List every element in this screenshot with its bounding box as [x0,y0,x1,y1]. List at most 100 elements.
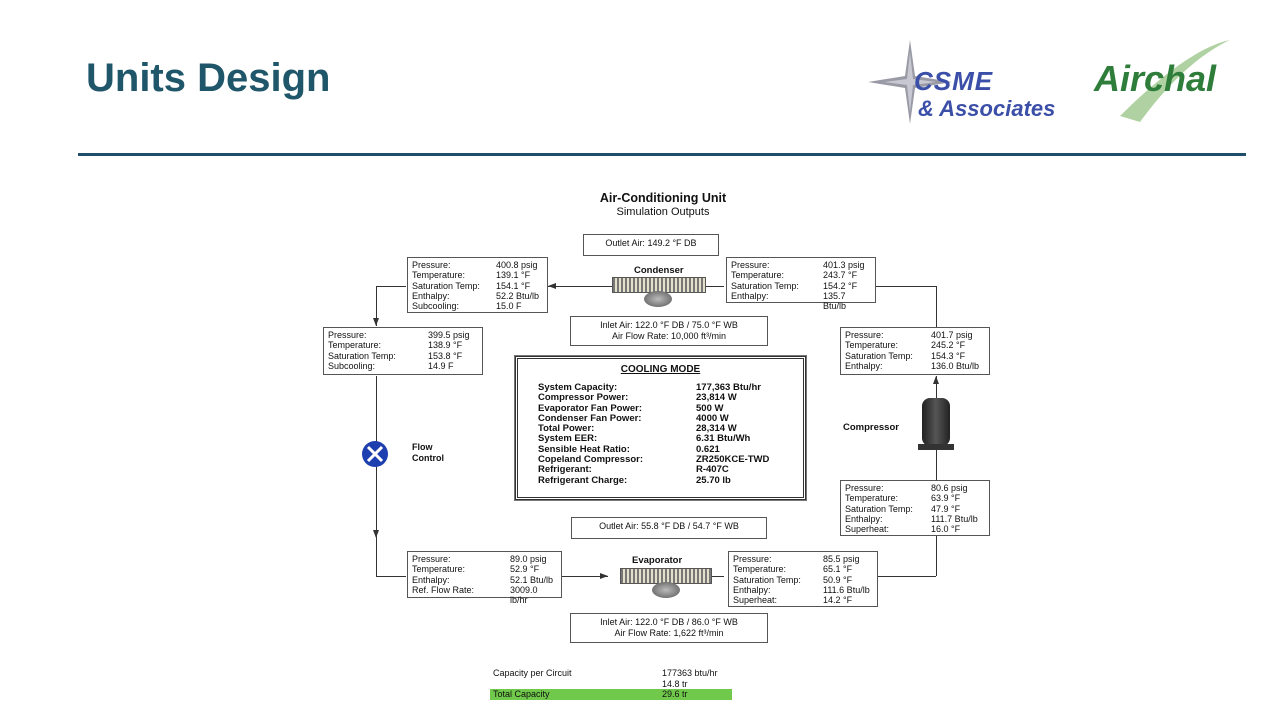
state-row: Superheat:14.2 °F [733,595,873,605]
cooling-mode-value: R-407C [696,464,729,476]
summary-value: 177363 btu/hr [662,668,718,678]
condenser-label: Condenser [634,265,684,276]
state-row: Enthalpy:111.6 Btu/lb [733,585,873,595]
state-label: Ref. Flow Rate: [412,584,475,595]
state-label: Subcooling: [412,301,460,312]
state-value: 85.5 psig [823,554,860,564]
state-value: 65.1 °F [823,564,853,575]
cooling-mode-label: System Capacity: [538,382,618,393]
pipe-segment [376,286,406,287]
airchal-logo-text: Airchal [1094,58,1217,99]
state-value: 111.7 Btu/lb [931,513,978,524]
state-label: Pressure: [845,330,884,340]
state-value: 52.2 Btu/lb [496,290,540,301]
cooling-mode-label: Refrigerant Charge: [538,474,628,486]
flow-control-label-1: Flow [412,442,433,452]
cooling-mode-row: System Capacity:177,363 Btu/hr [538,382,793,393]
compressor-label: Compressor [843,422,899,433]
state-value: 3009.0 lb/hr [510,584,538,606]
state-value: 15.0 F [496,301,522,312]
pipe-segment [936,536,937,576]
evaporator-coil [620,566,712,600]
cooling-mode-label: Copeland Compressor: [538,454,644,466]
state-value: 16.0 °F [931,524,961,535]
csme-logo-text: CSME [914,66,994,96]
cooling-mode-row: Total Power:28,314 W [538,423,793,435]
cooling-mode-label: Sensible Heat Ratio: [538,443,630,455]
state-value: 135.7 Btu/lb [823,290,847,312]
state-value: 154.2 °F [823,280,858,291]
state-row: Pressure:399.5 psig [328,330,478,340]
state-row: Pressure: 401.3 psig [731,260,871,270]
state-label: Saturation Temp: [845,350,913,361]
cooling-mode-row: Copeland Compressor:ZR250KCE-TWD [538,454,793,466]
pipe-segment [704,286,724,287]
state-row: Temperature:139.1 °F [412,270,543,280]
cooling-mode-panel: COOLING MODE System Capacity:177,363 Btu… [514,355,807,501]
state-value: 136.0 Btu/lb [931,360,980,371]
state-label: Pressure: [731,260,770,270]
pipe-segment [876,286,936,287]
header-divider [78,153,1246,156]
cooling-mode-row: Sensible Heat Ratio:0.621 [538,443,793,455]
summary-label: Total Capacity [493,689,550,699]
pipe-segment [562,576,608,577]
cooling-mode-value: 28,314 W [696,423,737,435]
compass-star-icon [868,40,952,124]
compressor-icon [916,394,954,454]
airchal-logo: Airchal [1090,36,1250,126]
evaporator-label: Evaporator [632,555,683,566]
state-label: Temperature: [845,340,899,351]
state-row: Pressure:85.5 psig [733,554,873,564]
state-value: 80.6 psig [931,483,968,493]
state-label: Saturation Temp: [412,280,480,291]
state-row: Enthalpy:135.7 Btu/lb [731,291,871,311]
state-label: Temperature: [328,340,382,351]
state-row: Enthalpy:111.7 Btu/lb [845,514,985,524]
cooling-mode-value: 6.31 Btu/Wh [696,433,751,445]
state-value: 401.7 psig [931,330,973,340]
state-row: Pressure:80.6 psig [845,483,985,493]
summary-value: 29.6 tr [662,689,688,699]
evaporator-outlet-air: Outlet Air: 55.8 °F DB / 54.7 °F WB [571,517,767,539]
state-label: Saturation Temp: [733,574,801,585]
pipe-segment [878,576,936,577]
state-row: Temperature:243.7 °F [731,270,871,280]
state-label: Saturation Temp: [845,503,913,514]
state-label: Temperature: [412,564,466,575]
state-label: Superheat: [845,524,890,535]
condenser-inlet-air-line2: Air Flow Rate: 10,000 ft³/min [611,331,727,341]
state-value: 52.9 °F [510,564,540,575]
state-value: 400.8 psig [496,260,538,270]
condenser-outlet-air: Outlet Air: 149.2 °F DB [583,234,719,256]
pipe-segment [376,576,406,577]
state-label: Temperature: [733,564,787,575]
state-row: Pressure: 401.7 psig [845,330,985,340]
pipe-segment [936,286,937,330]
cooling-mode-row: Refrigerant:R-407C [538,464,793,476]
flow-control-label-2: Control [412,453,444,463]
cooling-mode-value: 4000 W [696,412,729,424]
state-row: Subcooling: 15.0 F [412,301,543,311]
state-label: Pressure: [412,554,451,564]
evaporator-inlet-air-line2: Air Flow Rate: 1,622 ft³/min [614,628,724,638]
evaporator-inlet-air-line1: Inlet Air: 122.0 °F DB / 86.0 °F WB [600,617,738,627]
state-label: Saturation Temp: [731,280,799,291]
cooling-mode-row: System EER:6.31 Btu/Wh [538,433,793,445]
state-label: Enthalpy: [845,360,883,371]
state-row: Enthalpy: 136.0 Btu/lb [845,361,985,371]
state-value: 47.9 °F [931,503,961,514]
state-value: 401.3 psig [823,260,865,270]
state-row: Subcooling:14.9 F [328,361,478,371]
state-row: Saturation Temp:153.8 °F [328,351,478,361]
state-label: Temperature: [731,270,785,281]
condenser-inlet-air-line1: Inlet Air: 122.0 °F DB / 75.0 °F WB [600,320,738,330]
state-row: Temperature:245.2 °F [845,340,985,350]
